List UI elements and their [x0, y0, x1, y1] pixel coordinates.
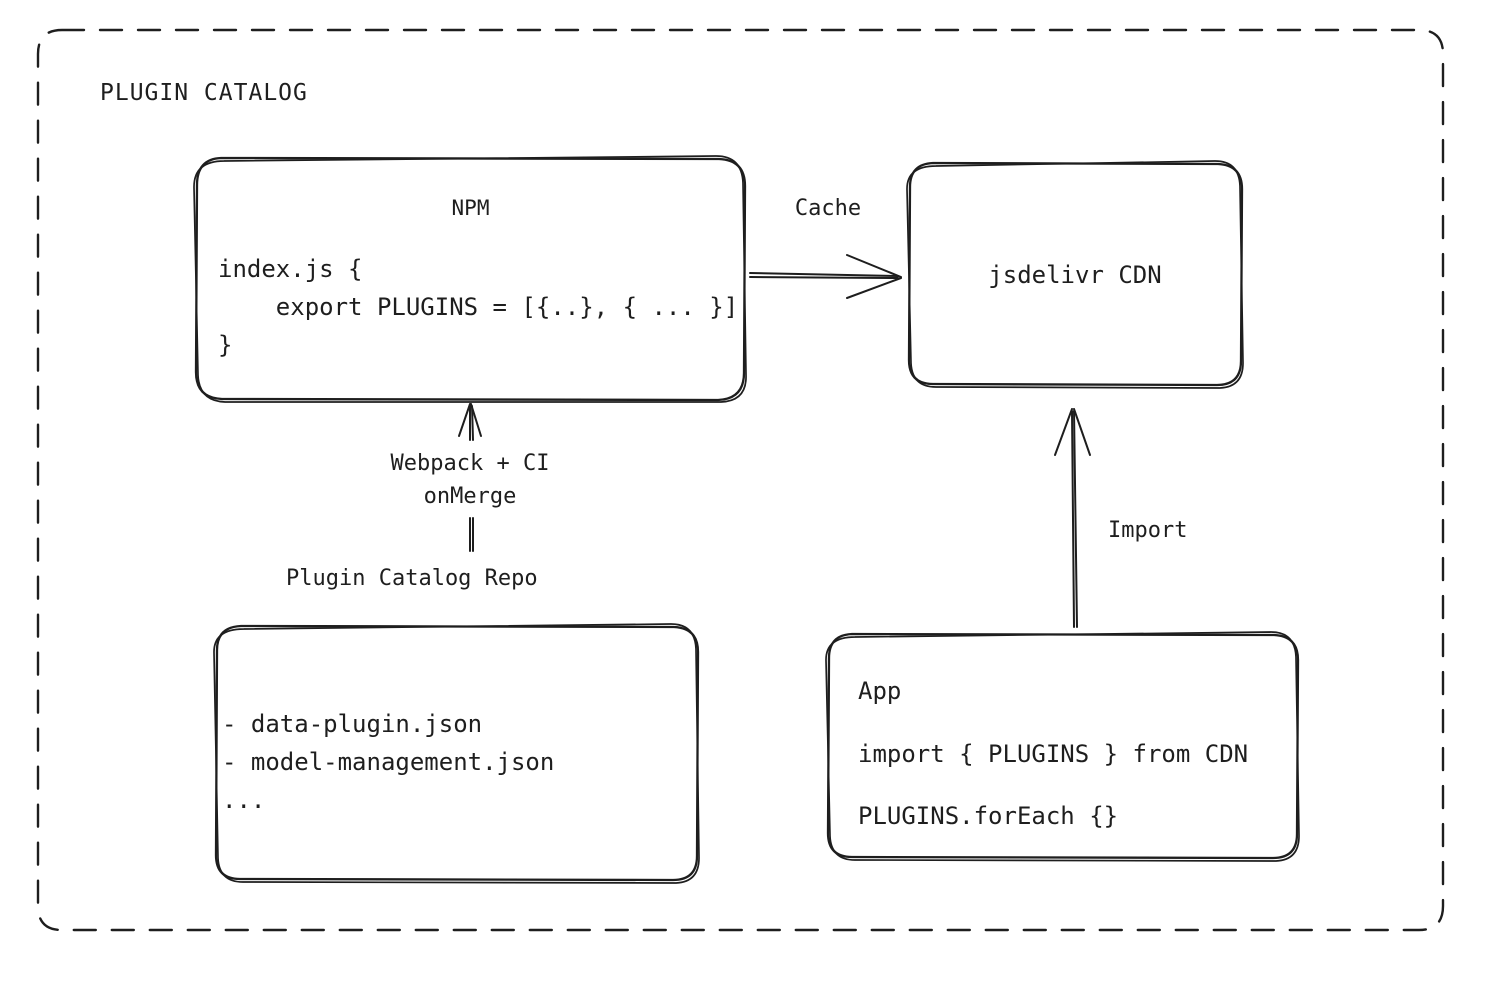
- app-import-line: import { PLUGINS } from CDN: [858, 740, 1249, 768]
- edge-label-cache: Cache: [794, 196, 862, 221]
- repo-node-shape[interactable]: [213, 623, 700, 884]
- app-foreach-line: PLUGINS.forEach {}: [858, 802, 1119, 830]
- repo-node-caption: Plugin Catalog Repo: [286, 566, 538, 591]
- repo-file-list: - data-plugin.json - model-management.js…: [222, 710, 555, 814]
- npm-code-block: index.js { export PLUGINS = [{..}, { ...…: [218, 255, 739, 359]
- edge-label-import: Import: [1108, 518, 1188, 543]
- cdn-node-title: jsdelivr CDN: [988, 261, 1162, 289]
- plugin-catalog-frame: [36, 28, 1445, 932]
- app-node-title: App: [858, 677, 902, 705]
- edge-label-webpack-ci: Webpack + CI onMerge: [390, 451, 550, 509]
- cdn-node-shape[interactable]: [906, 160, 1244, 389]
- npm-node-shape[interactable]: [193, 155, 747, 403]
- frame-title: PLUGIN CATALOG: [100, 80, 308, 106]
- npm-node-title: NPM: [451, 196, 490, 220]
- edge-repo-to-npm: [458, 403, 482, 552]
- edge-app-to-cdn: [1054, 408, 1091, 628]
- edge-npm-to-cdn: [749, 254, 902, 299]
- app-node-shape[interactable]: [825, 631, 1300, 862]
